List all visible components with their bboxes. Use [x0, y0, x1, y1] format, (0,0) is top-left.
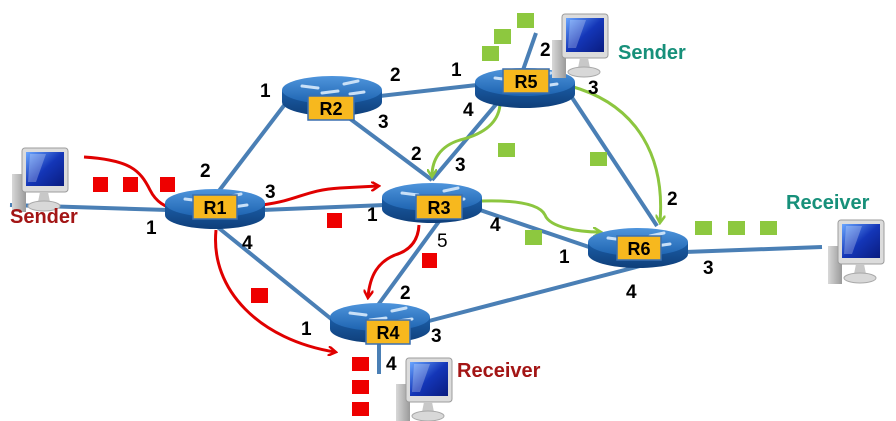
- red-packet: [352, 402, 369, 416]
- router-label: R5: [514, 72, 537, 92]
- router-label: R6: [627, 239, 650, 259]
- router-label: R1: [203, 198, 226, 218]
- computer-icon: [551, 13, 609, 79]
- green-packet: [517, 13, 534, 28]
- green-packet: [482, 46, 499, 61]
- green-flow-r5-r3: [432, 104, 502, 176]
- computer-icon: [11, 147, 69, 213]
- red-packets: [93, 177, 437, 416]
- red-packet: [327, 213, 342, 228]
- port-label: 5: [437, 231, 448, 252]
- port-label: 4: [386, 354, 397, 375]
- port-label: 2: [390, 65, 401, 86]
- router-r5[interactable]: R5: [473, 66, 577, 110]
- green-packet: [494, 29, 511, 44]
- port-label: 2: [200, 161, 211, 182]
- port-label: 2: [540, 40, 551, 61]
- green-packets: [482, 13, 777, 245]
- red-packet: [422, 253, 437, 268]
- green-flow-r5-r6: [569, 84, 661, 222]
- sender-red-label: Sender: [10, 206, 78, 228]
- host-receiver-green[interactable]: [827, 219, 885, 285]
- red-flow-r1-r3: [261, 186, 378, 207]
- link-r5-sender: [521, 32, 538, 71]
- link-r5-r6: [565, 88, 659, 228]
- link-r6-receiver: [684, 245, 823, 254]
- port-label: 3: [431, 326, 442, 347]
- port-label: 3: [703, 258, 714, 279]
- host-sender-green[interactable]: [551, 13, 609, 79]
- sender-green-label: Sender: [618, 42, 686, 64]
- link-r3-r6: [479, 208, 593, 250]
- green-flow-r3-r6: [481, 199, 600, 232]
- port-label: 3: [378, 112, 389, 133]
- port-label: 3: [455, 155, 466, 176]
- receiver-green-label: Receiver: [786, 192, 870, 214]
- router-r3[interactable]: R3: [380, 181, 484, 225]
- port-label: 4: [626, 282, 637, 303]
- red-packet: [160, 177, 175, 192]
- green-packet: [498, 143, 515, 157]
- port-label: 1: [260, 81, 271, 102]
- router-r1[interactable]: R1: [163, 187, 267, 231]
- red-packet: [251, 288, 268, 303]
- computer-icon: [827, 219, 885, 285]
- router-label: R4: [376, 323, 399, 343]
- port-label: 4: [490, 215, 501, 236]
- red-packet: [352, 357, 369, 371]
- red-flow-r3-r4: [368, 224, 421, 297]
- link-r1-r4: [213, 223, 337, 324]
- link-r1-r2: [210, 93, 294, 202]
- port-label: 3: [588, 78, 599, 99]
- red-flow-r1-r4: [214, 229, 335, 352]
- green-packet: [695, 221, 712, 235]
- green-packet: [728, 221, 745, 235]
- link-r2-r5: [379, 83, 478, 98]
- link-r5-r3: [430, 100, 500, 182]
- router-r4[interactable]: R4: [328, 301, 432, 345]
- receiver-red-label: Receiver: [457, 360, 541, 382]
- router-label: R2: [319, 99, 342, 119]
- port-label: 1: [451, 60, 462, 81]
- link-r3-r4: [376, 218, 442, 307]
- green-packet: [525, 230, 542, 245]
- green-packet: [760, 221, 777, 235]
- router-r6[interactable]: R6: [586, 226, 690, 270]
- host-receiver-red[interactable]: [395, 357, 453, 421]
- router-label: R3: [427, 198, 450, 218]
- port-label: 4: [242, 233, 253, 254]
- red-packet: [93, 177, 108, 192]
- port-label: 1: [301, 319, 312, 340]
- link-r1-r3: [261, 203, 386, 212]
- red-packet: [123, 177, 138, 192]
- port-label: 1: [146, 218, 157, 239]
- port-label: 1: [559, 247, 570, 268]
- red-packet: [352, 380, 369, 394]
- link-r2-r3: [343, 113, 434, 182]
- port-label: 3: [265, 182, 276, 203]
- port-label: 2: [667, 189, 678, 210]
- port-labels: 1 2 3 4 1 2 3 1 2 3 4 5 1 2 3 4 1 2 3 4 …: [146, 40, 714, 375]
- port-label: 1: [367, 205, 378, 226]
- host-sender-red[interactable]: [11, 147, 69, 213]
- green-packet: [590, 152, 607, 166]
- router-r2[interactable]: R2: [280, 74, 384, 121]
- port-label: 2: [400, 283, 411, 304]
- green-flow: [432, 84, 661, 232]
- port-label: 4: [463, 100, 474, 121]
- computer-icon: [395, 357, 453, 421]
- links: [9, 32, 823, 374]
- port-label: 2: [411, 144, 422, 165]
- link-r4-r6: [424, 264, 641, 324]
